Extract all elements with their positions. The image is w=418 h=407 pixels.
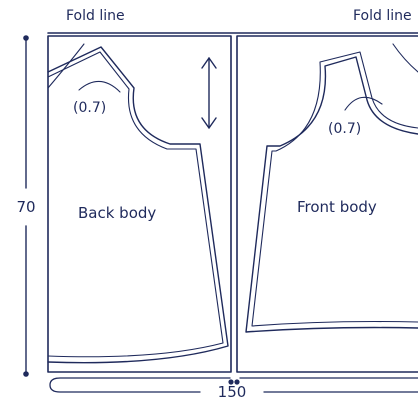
width-dimension-bracket-right [239,377,418,393]
height-dimension-label: 70 [16,198,35,216]
fabric-left-panel [47,35,232,373]
width-dimension-label: 150 [218,383,247,401]
allowance-label-back: (0.7) [73,100,106,116]
height-dimension-end-bottom [23,371,29,377]
width-dimension-bracket-left [49,377,231,393]
grain-line-arrowhead-bottom-icon [201,117,217,129]
back-body-outline-outer [47,46,229,364]
fold-line-label-right: Fold line [353,8,412,24]
height-dimension-end-top [23,35,29,41]
fold-arc-right [392,43,418,73]
front-body-outline-outer [245,56,418,333]
back-body-outline-inner [47,51,224,358]
width-dimension-dot-left [228,379,234,385]
front-body-outline-inner [251,51,418,327]
allowance-arc-back [78,80,121,93]
fabric-right-panel [236,35,418,373]
front-body-label: Front body [297,198,377,216]
fold-line-label-left: Fold line [66,8,125,24]
width-dimension-dot-right [234,379,240,385]
allowance-label-front: (0.7) [328,121,361,137]
grain-line-arrowhead-top-icon [201,57,217,69]
allowance-arc-front [344,96,383,111]
back-body-label: Back body [78,204,156,222]
fold-arc-left [47,43,85,89]
